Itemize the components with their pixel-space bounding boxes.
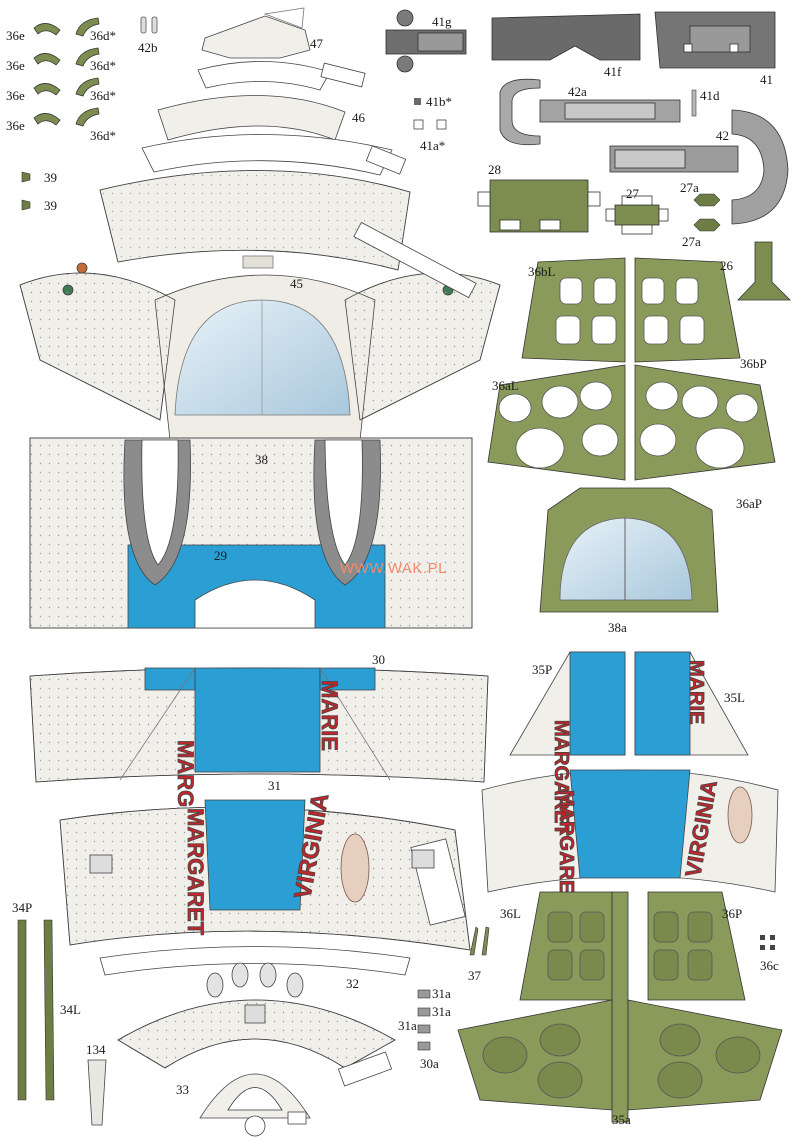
label-30a: 30a bbox=[420, 1056, 439, 1071]
part-41d bbox=[691, 89, 697, 117]
label-33: 33 bbox=[176, 1082, 189, 1097]
part-29 bbox=[29, 437, 473, 629]
label-41: 41 bbox=[760, 72, 773, 87]
part-27a bbox=[693, 193, 721, 232]
part-26 bbox=[737, 241, 791, 301]
label-36d-3: 36d* bbox=[90, 88, 116, 103]
label-29: 29 bbox=[214, 548, 227, 563]
label-34L: 34L bbox=[60, 1002, 81, 1017]
label-36e-4: 36e bbox=[6, 118, 25, 133]
label-31a-2: 31a bbox=[432, 1004, 451, 1019]
part-36e-strips bbox=[33, 23, 61, 126]
nose-art-marie: MARIE bbox=[317, 680, 342, 751]
part-36c bbox=[760, 935, 775, 950]
nose-art-margaret-mid: MARGARET bbox=[183, 808, 208, 936]
label-38a: 38a bbox=[608, 620, 627, 635]
label-36e-1: 36e bbox=[6, 28, 25, 43]
nose-art-marie-right: MARIE bbox=[685, 660, 707, 724]
label-42: 42 bbox=[716, 128, 729, 143]
label-41g: 41g bbox=[432, 14, 452, 29]
part-39 bbox=[21, 171, 31, 211]
label-36aP: 36aP bbox=[736, 496, 762, 511]
part-46 bbox=[157, 61, 366, 141]
part-45 bbox=[99, 134, 411, 271]
label-45: 45 bbox=[290, 276, 303, 291]
part-41 bbox=[654, 11, 776, 69]
label-36aL: 36aL bbox=[492, 378, 519, 393]
label-47: 47 bbox=[310, 36, 323, 51]
label-30: 30 bbox=[372, 652, 385, 667]
label-36d-4: 36d* bbox=[90, 128, 116, 143]
label-27a-1: 27a bbox=[680, 180, 699, 195]
part-47 bbox=[201, 7, 311, 59]
label-46: 46 bbox=[352, 110, 365, 125]
label-27: 27 bbox=[626, 186, 639, 201]
label-41b: 41b* bbox=[426, 94, 452, 109]
part-31: MARGARET VIRGINIA bbox=[59, 791, 471, 951]
label-28: 28 bbox=[488, 162, 501, 177]
part-35a bbox=[457, 999, 783, 1111]
label-36L: 36L bbox=[500, 906, 521, 921]
part-41a bbox=[413, 119, 447, 130]
part-31-tabs bbox=[99, 946, 411, 976]
label-31a-1: 31a bbox=[432, 986, 451, 1001]
label-134: 134 bbox=[86, 1042, 106, 1057]
label-27a-2: 27a bbox=[682, 234, 701, 249]
label-36P: 36P bbox=[722, 906, 743, 921]
part-134 bbox=[87, 1059, 107, 1126]
label-42a: 42a bbox=[568, 84, 587, 99]
part-35: MARGARET MARIE MARGARET VIRGINIA bbox=[481, 651, 779, 906]
label-39-1: 39 bbox=[44, 170, 57, 185]
part-38a bbox=[539, 487, 719, 613]
part-36a bbox=[487, 364, 776, 481]
label-41f: 41f bbox=[604, 64, 622, 79]
label-35L: 35L bbox=[724, 690, 745, 705]
label-42b: 42b bbox=[138, 40, 158, 55]
part-36L-36P bbox=[519, 891, 746, 1123]
label-36d-2: 36d* bbox=[90, 58, 116, 73]
label-36bP: 36bP bbox=[740, 356, 767, 371]
part-34 bbox=[17, 919, 55, 1101]
part-41b bbox=[414, 98, 421, 105]
part-32 bbox=[117, 962, 396, 1087]
label-34P: 34P bbox=[12, 900, 33, 915]
label-41a: 41a* bbox=[420, 138, 446, 153]
part-33 bbox=[199, 1073, 311, 1137]
label-26: 26 bbox=[720, 258, 733, 273]
label-36c: 36c bbox=[760, 958, 779, 973]
part-41f bbox=[491, 13, 641, 61]
part-37 bbox=[469, 926, 490, 956]
label-36e-2: 36e bbox=[6, 58, 25, 73]
part-42 bbox=[609, 109, 789, 225]
label-35a: 35a bbox=[612, 1112, 631, 1127]
label-36e-3: 36e bbox=[6, 88, 25, 103]
label-36bL: 36bL bbox=[528, 264, 556, 279]
label-35P: 35P bbox=[532, 662, 553, 677]
part-41g bbox=[385, 9, 467, 73]
part-36b bbox=[521, 257, 741, 363]
nose-art-margaret-right-lower: MARGARET bbox=[555, 790, 577, 906]
part-42b bbox=[140, 16, 158, 34]
label-41d: 41d bbox=[700, 88, 720, 103]
part-28 bbox=[477, 179, 601, 233]
label-36d-1: 36d* bbox=[90, 28, 116, 43]
part-31a-30a bbox=[417, 989, 431, 1051]
label-31: 31 bbox=[268, 778, 281, 793]
part-30: MARGARET MARIE bbox=[29, 667, 489, 868]
label-32: 32 bbox=[346, 976, 359, 991]
part-38 bbox=[19, 221, 501, 441]
part-36d-strips bbox=[75, 17, 100, 127]
part-42a bbox=[499, 78, 681, 146]
nose-art-margaret-right: MARGARET bbox=[550, 720, 572, 836]
label-39-2: 39 bbox=[44, 198, 57, 213]
part-27 bbox=[605, 195, 669, 235]
label-37: 37 bbox=[468, 968, 481, 983]
label-31a-3: 31a bbox=[398, 1018, 417, 1033]
watermark: WWW.WAK.PL bbox=[340, 560, 447, 577]
label-38: 38 bbox=[255, 452, 268, 467]
